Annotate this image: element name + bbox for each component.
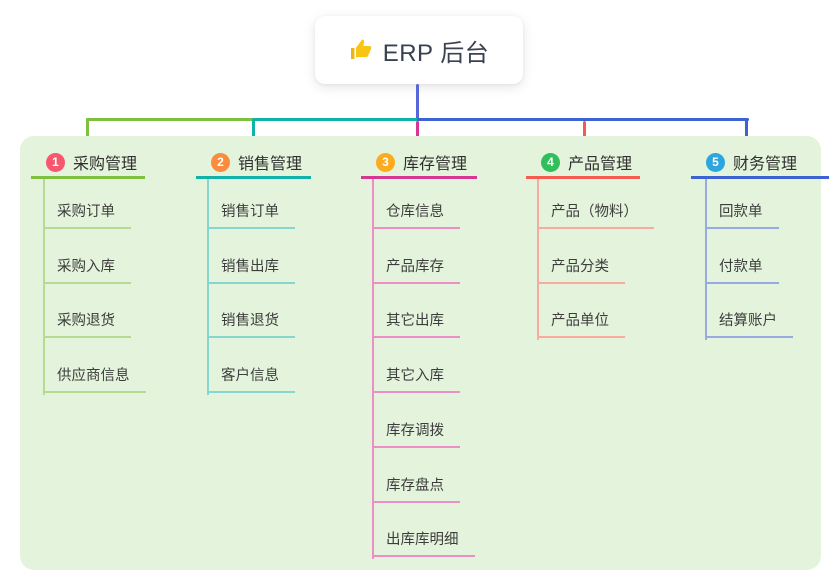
branch-drop-line bbox=[583, 121, 586, 145]
branch-child-connector bbox=[705, 179, 707, 341]
branch-child-connector bbox=[43, 179, 45, 396]
child-node[interactable]: 其它入库 bbox=[372, 366, 460, 394]
thumbs-up-icon bbox=[349, 38, 373, 62]
branch-badge-4: 4 bbox=[541, 152, 560, 172]
child-node[interactable]: 结算账户 bbox=[705, 311, 793, 339]
root-node[interactable]: ERP 后台 bbox=[315, 16, 523, 84]
branch-title-label: 库存管理 bbox=[403, 156, 468, 173]
connector-segment-left bbox=[86, 118, 255, 121]
branches-panel bbox=[20, 136, 821, 570]
branch-badge-2: 2 bbox=[211, 152, 230, 172]
branch-title-label: 财务管理 bbox=[733, 156, 798, 173]
branch-title-label: 采购管理 bbox=[73, 156, 138, 173]
branch-title-5[interactable]: 5 财务管理 bbox=[691, 148, 829, 179]
child-node[interactable]: 付款单 bbox=[705, 257, 779, 284]
branch-badge-1: 1 bbox=[46, 152, 65, 172]
child-node[interactable]: 产品（物料） bbox=[537, 202, 654, 229]
child-node[interactable]: 销售退货 bbox=[207, 311, 295, 339]
child-node[interactable]: 产品单位 bbox=[537, 311, 625, 339]
branch-badge-3: 3 bbox=[376, 152, 395, 172]
connector-root-line bbox=[416, 84, 419, 121]
child-node[interactable]: 产品分类 bbox=[537, 257, 625, 284]
branch-drop-line bbox=[745, 118, 748, 145]
branch-title-4[interactable]: 4 产品管理 bbox=[526, 148, 640, 179]
child-node[interactable]: 采购退货 bbox=[43, 311, 131, 339]
branch-drop-line bbox=[252, 118, 255, 145]
branch-badge-5: 5 bbox=[706, 152, 725, 172]
child-node[interactable]: 其它出库 bbox=[372, 311, 460, 339]
branch-title-label: 产品管理 bbox=[568, 156, 633, 173]
root-node-label: ERP 后台 bbox=[382, 39, 490, 67]
child-node[interactable]: 采购订单 bbox=[43, 202, 131, 229]
child-node[interactable]: 回款单 bbox=[705, 202, 779, 229]
child-node[interactable]: 仓库信息 bbox=[372, 202, 460, 229]
branch-child-connector bbox=[207, 179, 209, 396]
child-node[interactable]: 采购入库 bbox=[43, 257, 131, 284]
child-node[interactable]: 销售出库 bbox=[207, 257, 295, 284]
branch-child-connector bbox=[372, 179, 374, 560]
branch-title-1[interactable]: 1 采购管理 bbox=[31, 148, 145, 179]
child-node[interactable]: 销售订单 bbox=[207, 202, 295, 229]
connector-segment-right bbox=[417, 118, 749, 121]
connector-segment-mid bbox=[253, 118, 419, 121]
child-node[interactable]: 供应商信息 bbox=[43, 366, 146, 394]
branch-drop-line bbox=[86, 118, 89, 145]
child-node[interactable]: 客户信息 bbox=[207, 366, 295, 394]
branch-child-connector bbox=[537, 179, 539, 341]
child-node[interactable]: 库存盘点 bbox=[372, 476, 460, 503]
branch-title-label: 销售管理 bbox=[238, 156, 303, 173]
branch-title-2[interactable]: 2 销售管理 bbox=[196, 148, 311, 179]
child-node[interactable]: 库存调拨 bbox=[372, 421, 460, 448]
branch-drop-line bbox=[416, 121, 419, 147]
child-node[interactable]: 产品库存 bbox=[372, 257, 460, 284]
branch-title-3[interactable]: 3 库存管理 bbox=[361, 148, 477, 179]
child-node[interactable]: 出库库明细 bbox=[372, 530, 475, 558]
